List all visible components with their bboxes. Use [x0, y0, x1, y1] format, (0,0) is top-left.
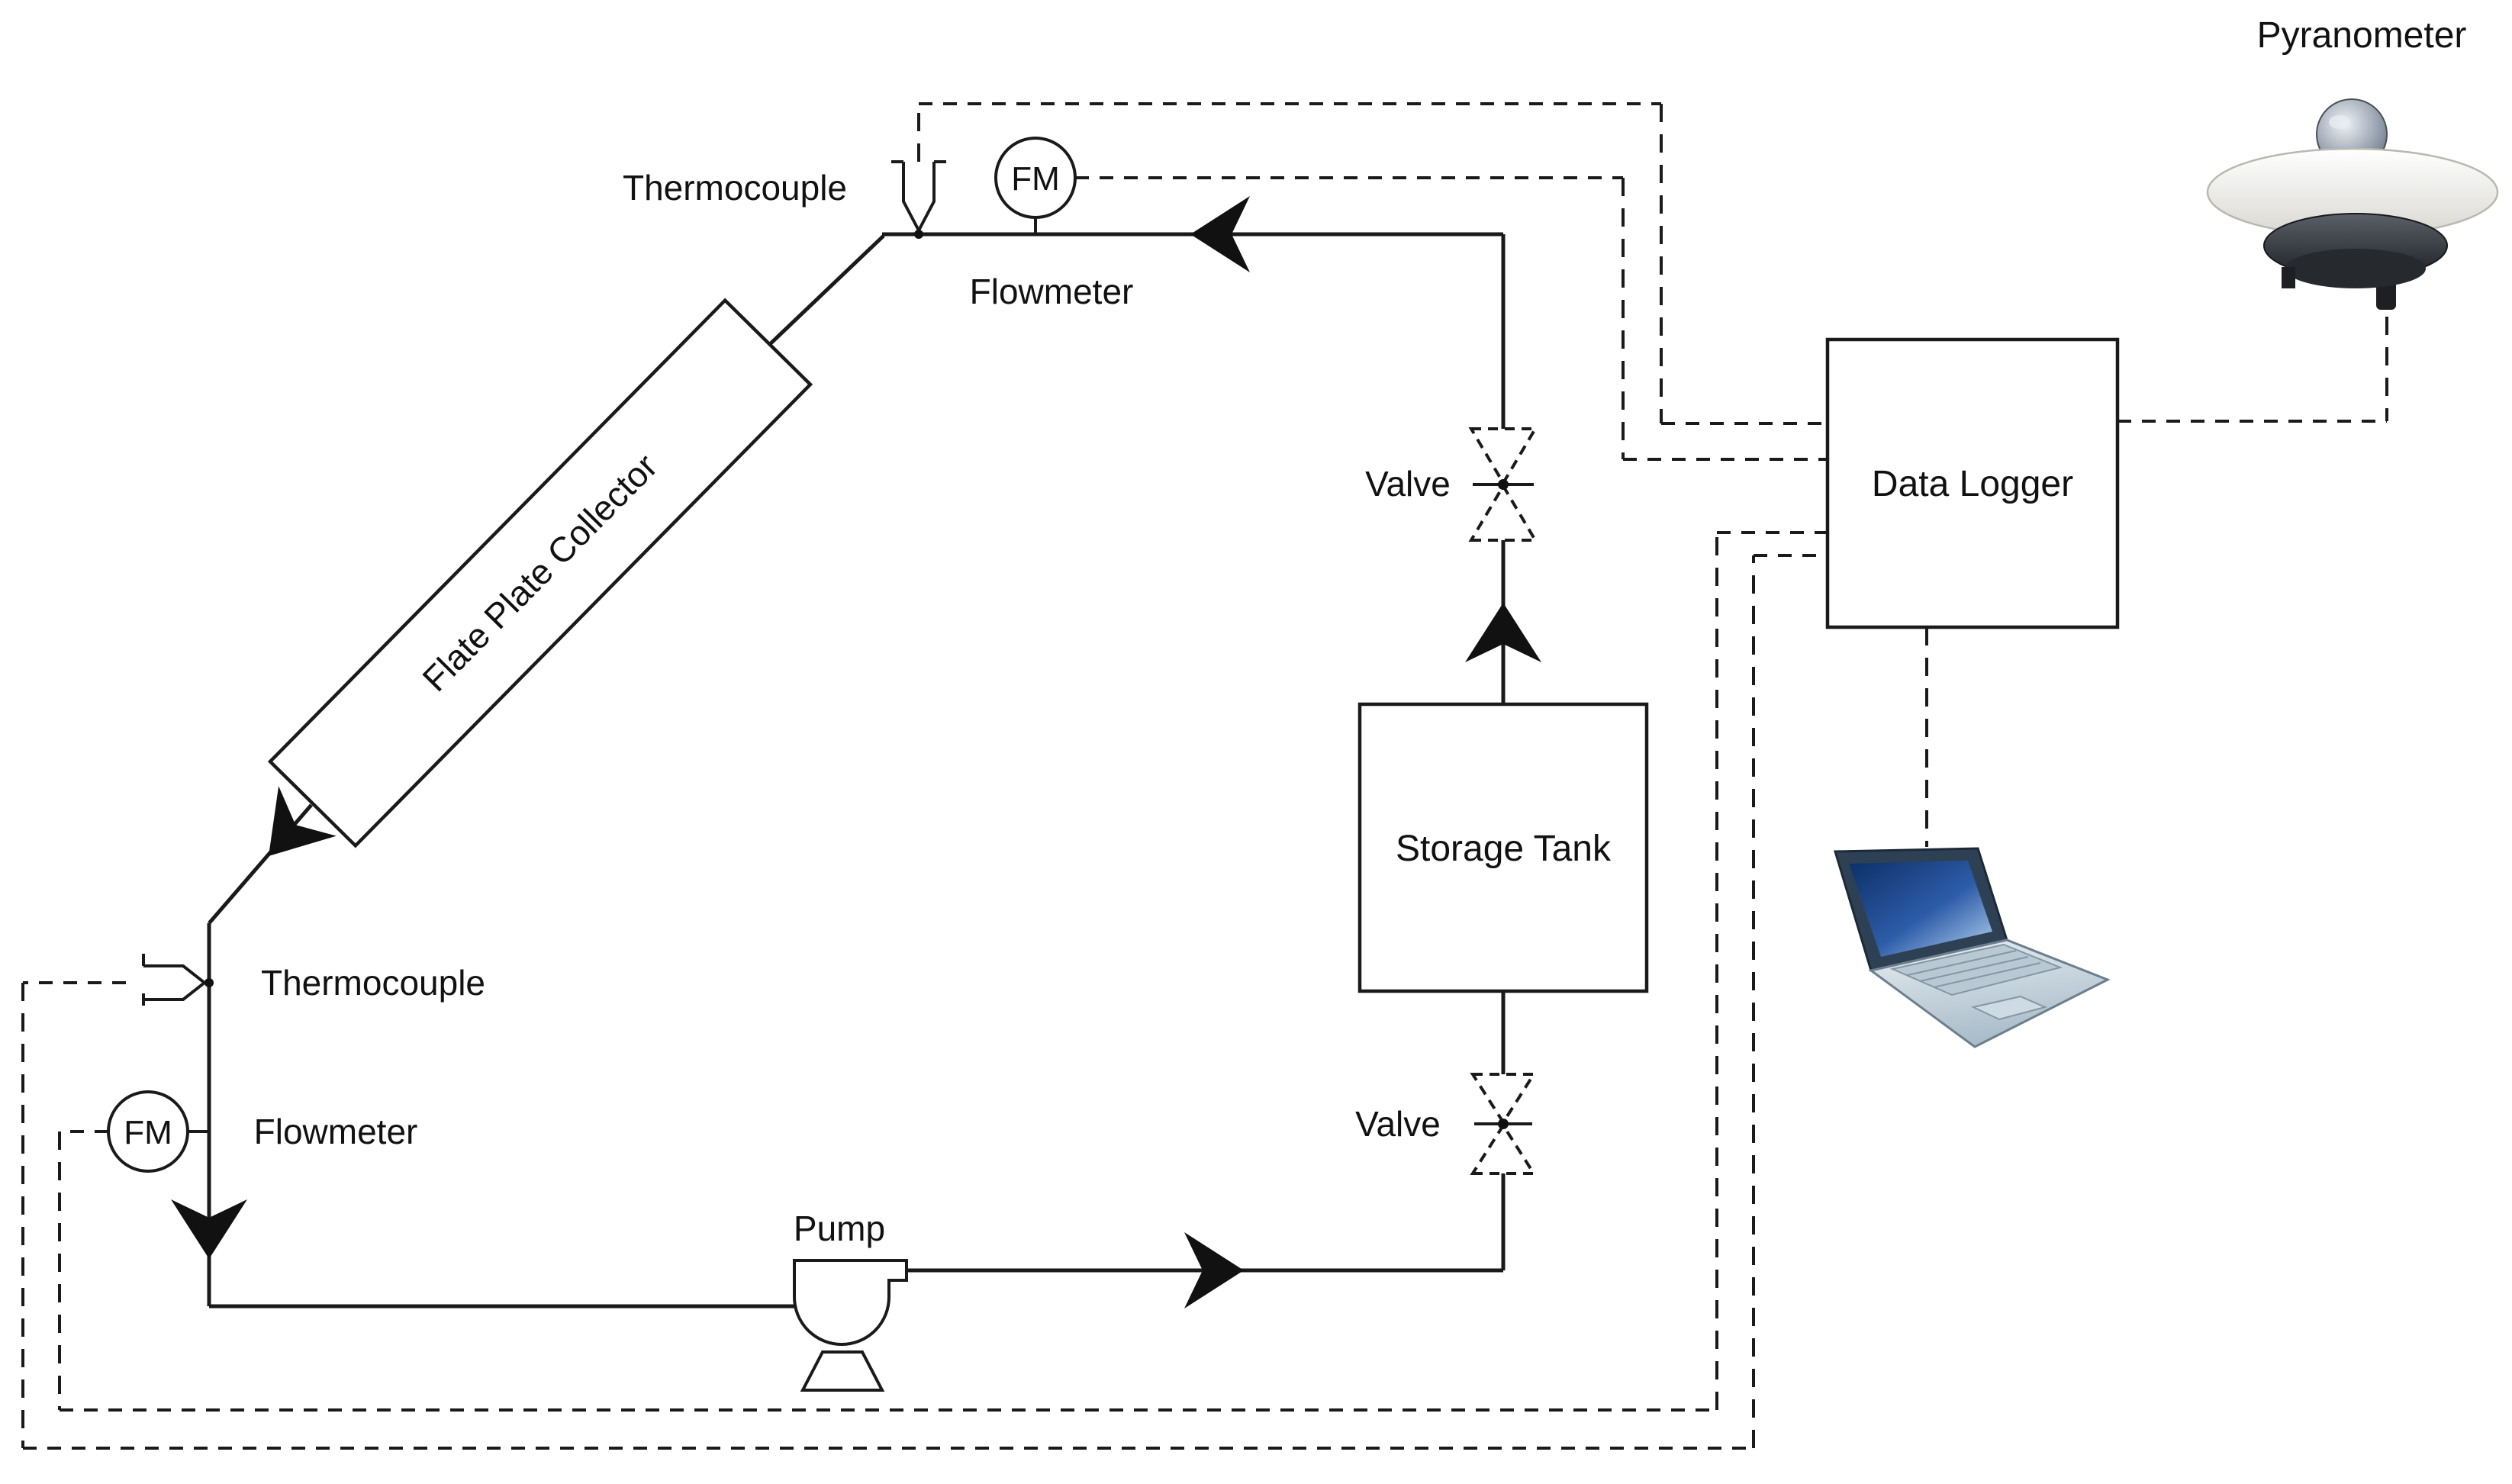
thermocouple-top-label: Thermocouple	[623, 168, 847, 208]
signal-line-pyranometer-to-logger	[2117, 317, 2388, 423]
pump-icon	[793, 1259, 908, 1392]
valve-top-icon	[1468, 427, 1538, 542]
thermocouple-bottom-junction-dot	[205, 978, 214, 987]
thermocouple-bottom-icon	[142, 954, 214, 1006]
pump-label: Pump	[794, 1209, 885, 1248]
pyranometer-label: Pyranometer	[2257, 15, 2467, 56]
thermocouple-bottom-label: Thermocouple	[261, 963, 485, 1003]
thermocouple-top-junction-dot	[914, 230, 923, 239]
flowmeter-top-label: Flowmeter	[970, 272, 1134, 311]
storage-tank: Storage Tank	[1357, 702, 1649, 993]
flat-plate-collector: Flate Plate Collector	[267, 298, 813, 848]
flow-arrow-down-left-column	[171, 1199, 247, 1259]
valve-bottom-label: Valve	[1355, 1104, 1441, 1144]
flowmeter-bottom-tag: FM	[124, 1114, 172, 1151]
flow-arrow-top-pipe	[1190, 196, 1250, 272]
flowmeter-bottom-icon: FM	[107, 1090, 209, 1173]
flowmeter-top-tag: FM	[1011, 160, 1060, 198]
signal-line-flowmeter-top-to-logger	[1075, 176, 1828, 461]
pyranometer-icon	[2206, 98, 2499, 310]
flowmeter-top-icon: FM	[994, 137, 1077, 234]
valve-bottom-icon	[1470, 1073, 1537, 1175]
flow-arrow-collector-outlet	[269, 786, 337, 856]
data-logger: Data Logger	[1825, 337, 2120, 629]
storage-tank-label: Storage Tank	[1396, 829, 1612, 869]
flow-arrow-pump-discharge	[1184, 1232, 1244, 1309]
signal-line-flowmeter-bottom-to-logger	[58, 531, 1828, 1412]
signal-line-thermocouple-bottom-to-logger	[21, 554, 1828, 1450]
flow-arrow-up-to-valve	[1465, 603, 1541, 662]
valve-top-label: Valve	[1365, 464, 1451, 504]
flowmeter-bottom-label: Flowmeter	[254, 1112, 418, 1151]
thermocouple-top-icon	[891, 160, 946, 239]
laptop-icon	[1833, 847, 2111, 1048]
signal-line-thermocouple-top-to-logger	[917, 102, 1828, 425]
data-logger-label: Data Logger	[1872, 464, 2073, 504]
